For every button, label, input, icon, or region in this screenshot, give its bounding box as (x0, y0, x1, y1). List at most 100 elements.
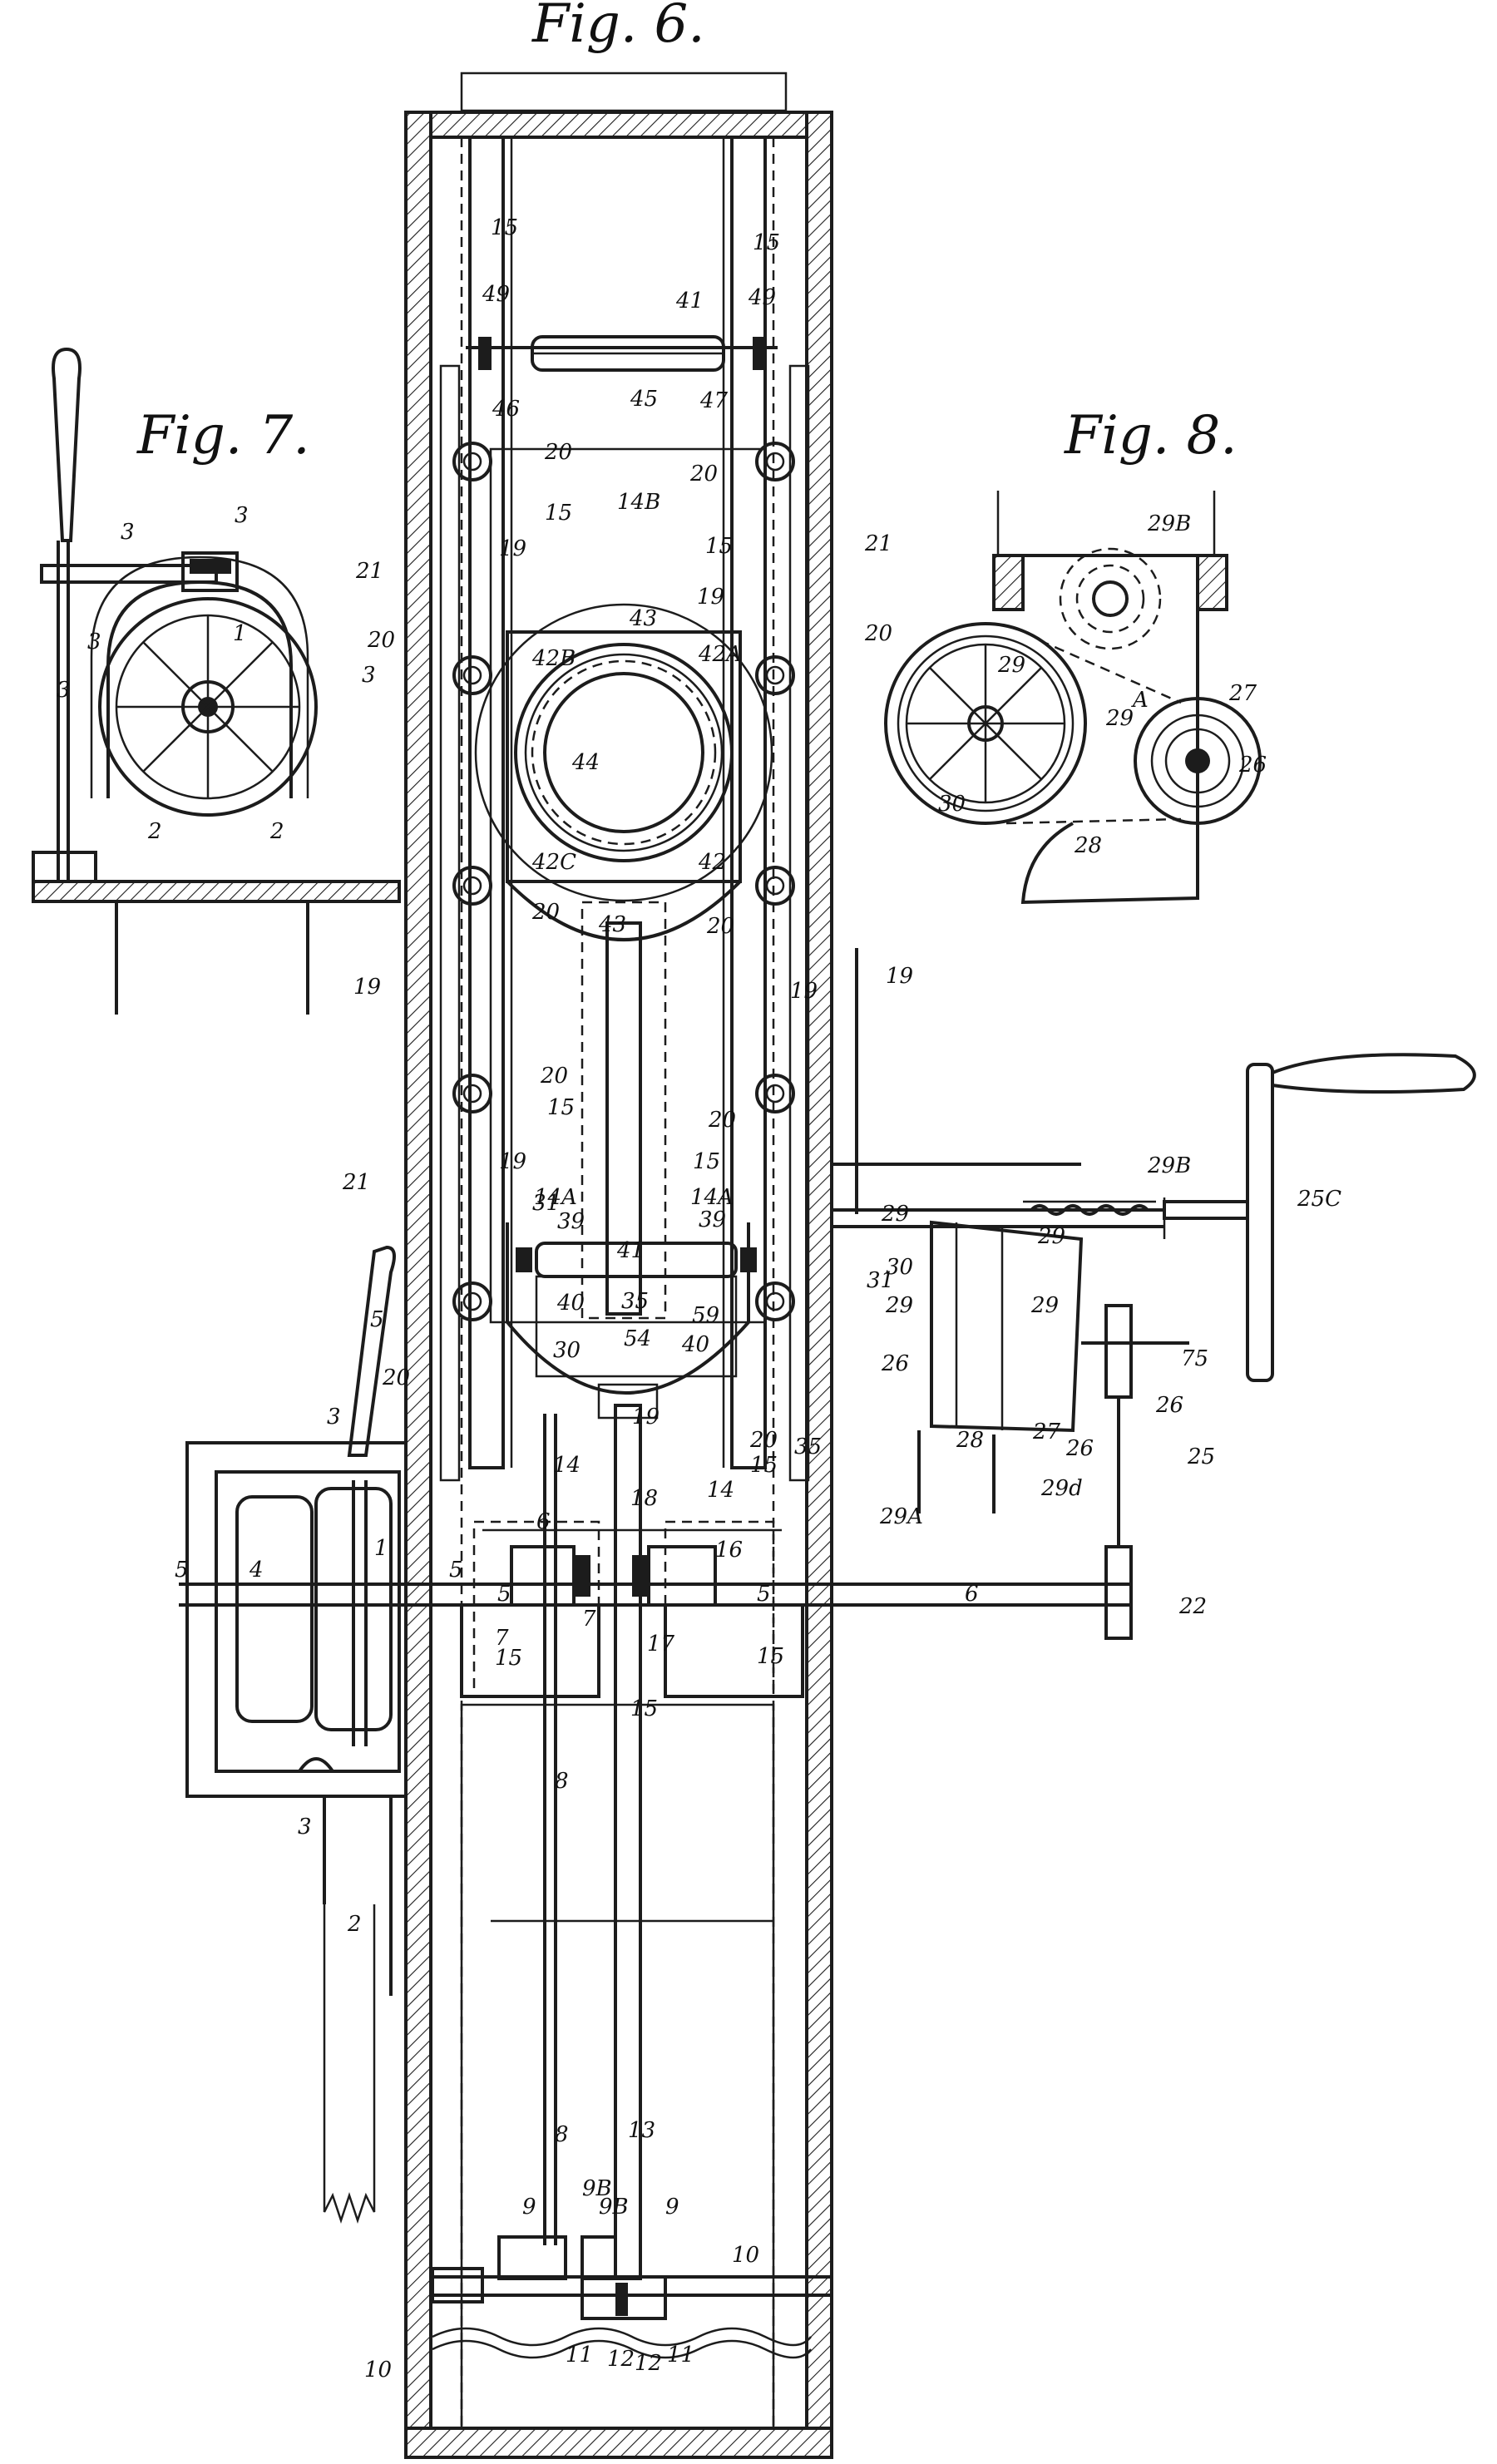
reference-numeral: 20 (540, 1064, 568, 1089)
reference-numeral: 19 (790, 979, 818, 1004)
reference-numeral: 54 (624, 1326, 651, 1351)
reference-numeral: 30 (886, 1255, 913, 1280)
left-chain (439, 364, 461, 1482)
spring (1030, 1204, 1149, 1216)
reference-numeral: 5 (757, 1582, 771, 1607)
reference-numeral: 29A (879, 1504, 923, 1529)
reference-numeral: 26 (1238, 753, 1267, 778)
fig8-wheel (884, 622, 1087, 825)
reference-numeral: 15 (693, 1149, 720, 1174)
reference-numeral: 15 (495, 1646, 522, 1671)
reference-numeral: 2 (147, 819, 162, 844)
reference-numeral: 19 (499, 536, 526, 561)
reference-numeral: 20 (864, 621, 892, 646)
reference-numeral: 30 (553, 1338, 581, 1363)
reference-numeral: 15 (547, 1095, 575, 1120)
reference-numeral: 15 (491, 215, 518, 240)
reference-numeral: 42A (698, 642, 742, 667)
fig8-small-gear (1092, 580, 1129, 617)
reference-numeral: 29 (1037, 1224, 1065, 1249)
reference-numeral: 29d (1040, 1476, 1083, 1501)
reference-numeral: 2 (269, 819, 284, 844)
reference-numeral: 29B (1147, 1153, 1191, 1178)
reference-numeral: 3 (327, 1405, 341, 1430)
reference-numeral: 42C (531, 850, 576, 875)
reference-numeral: 3 (298, 1815, 312, 1839)
reference-numeral: 15 (750, 1453, 778, 1478)
reference-numeral: 29 (885, 1293, 913, 1318)
reference-numeral: 31 (532, 1191, 560, 1216)
reference-numeral: 14 (707, 1478, 734, 1503)
reference-numeral: 25 (1187, 1444, 1215, 1469)
reference-numeral: 2 (347, 1912, 362, 1937)
reference-numeral: 42 (698, 850, 726, 875)
reference-numeral: 15 (630, 1696, 658, 1721)
reference-numeral: 26 (881, 1351, 909, 1376)
reference-numeral: 39 (699, 1207, 726, 1232)
reference-numeral: A (1131, 688, 1149, 713)
reference-numeral: 5 (175, 1558, 189, 1583)
reference-numeral: 75 (1181, 1346, 1208, 1371)
reference-numeral: 6 (965, 1582, 979, 1607)
reference-numeral: 18 (630, 1486, 658, 1511)
reference-numeral: 15 (753, 230, 780, 255)
reference-numeral: 29 (881, 1202, 909, 1227)
crank-handle (1272, 1053, 1476, 1094)
left-guide-rail (468, 136, 505, 1469)
reference-numeral: 29 (1030, 1293, 1059, 1318)
reference-numeral: 9 (665, 2195, 679, 2220)
reference-numeral: 43 (629, 606, 657, 631)
reference-numeral: 8 (555, 1769, 569, 1794)
reference-numeral: 25C (1297, 1187, 1341, 1212)
reference-numeral: 5 (370, 1307, 384, 1332)
reference-numeral: 42B (531, 646, 576, 671)
reference-numeral: 6 (536, 1509, 551, 1534)
reference-numeral: 45 (630, 387, 658, 412)
reference-numeral: 9B (582, 2176, 612, 2201)
reference-numeral: 21 (864, 531, 892, 556)
reference-numeral: 20 (531, 900, 560, 925)
fig7-title: Fig. 7. (136, 405, 310, 467)
fig8-drawing (884, 491, 1262, 905)
reference-numeral: 19 (632, 1405, 660, 1430)
reference-numeral: 13 (628, 2118, 655, 2143)
reference-numeral: 14A (690, 1185, 734, 1210)
reference-numeral: 10 (364, 2358, 392, 2383)
lever-handle (347, 1245, 396, 1457)
reference-numeral: 27 (1228, 681, 1257, 706)
reference-numeral: 41 (675, 289, 704, 314)
reference-numeral: 20 (706, 914, 734, 939)
reference-numeral: 29 (997, 653, 1025, 678)
reference-numeral: 3 (87, 630, 101, 654)
reference-numeral: 3 (57, 678, 71, 703)
housing-box (506, 630, 742, 883)
reference-numeral: 17 (647, 1632, 675, 1657)
right-wall (805, 111, 833, 2459)
fig7-handle (52, 347, 82, 542)
reference-numeral: 20 (382, 1365, 410, 1390)
reference-numeral: 9B (599, 2195, 629, 2220)
reference-numeral: 5 (449, 1558, 463, 1583)
reference-numeral: 40 (556, 1291, 585, 1316)
central-column (581, 901, 667, 1320)
reference-numeral: 19 (499, 1149, 526, 1174)
reference-numeral: 28 (1074, 833, 1102, 858)
gear-right (647, 1545, 717, 1607)
reference-numeral: 26 (1155, 1393, 1183, 1418)
crank-arm (1246, 1063, 1274, 1382)
reference-numeral: 11 (566, 2343, 593, 2368)
reference-numeral: 14A (534, 1185, 577, 1210)
reference-numeral: 41 (616, 1238, 645, 1263)
reference-numeral: 44 (571, 750, 600, 775)
left-wall (404, 111, 432, 2459)
reference-numeral: 15 (757, 1644, 784, 1669)
reference-numeral: 3 (362, 663, 376, 688)
reference-numeral: 19 (697, 585, 724, 610)
reference-numeral: 20 (367, 628, 395, 653)
reference-numeral: 15 (705, 534, 733, 559)
reference-numeral: 14B (617, 490, 660, 515)
reference-numeral: 20 (749, 1428, 778, 1453)
reference-numeral: 3 (121, 520, 135, 545)
